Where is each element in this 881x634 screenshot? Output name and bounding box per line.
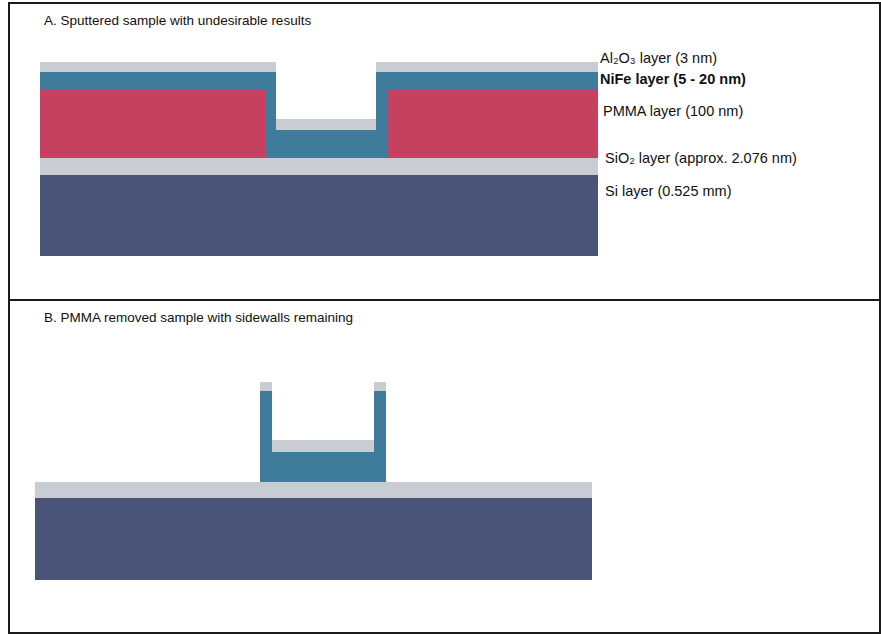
panel-b-stack <box>35 382 592 580</box>
panel-heading: B. PMMA removed sample with sidewalls re… <box>44 310 353 325</box>
nife-layer <box>376 72 598 90</box>
panel-b: B. PMMA removed sample with sidewalls re… <box>8 299 881 634</box>
sio2-label: SiO₂ layer (approx. 2.076 nm) <box>605 150 797 166</box>
al2o3-layer <box>40 62 276 72</box>
nife-layer <box>40 72 276 90</box>
si-label: Si layer (0.525 mm) <box>605 183 732 199</box>
nife-layer <box>265 130 387 158</box>
si-layer <box>35 498 592 580</box>
si-layer <box>40 175 598 256</box>
nife-layer <box>260 452 386 482</box>
al2o3-layer <box>272 440 374 452</box>
al2o3-cap <box>374 382 386 391</box>
al2o3-layer <box>376 62 598 72</box>
al2o3-cap <box>260 382 272 391</box>
al2o3-layer <box>276 119 376 130</box>
al2o3-label: Al₂O₃ layer (3 nm) <box>600 50 717 66</box>
panel-heading: A. Sputtered sample with undesirable res… <box>44 13 311 28</box>
panel-a-stack <box>40 62 598 256</box>
sio2-layer <box>40 158 598 175</box>
nife-label: NiFe layer (5 - 20 nm) <box>600 71 746 87</box>
pmma-layer <box>40 90 265 158</box>
pmma-label: PMMA layer (100 nm) <box>603 103 743 119</box>
pmma-layer <box>387 90 598 158</box>
sio2-layer <box>35 482 592 498</box>
